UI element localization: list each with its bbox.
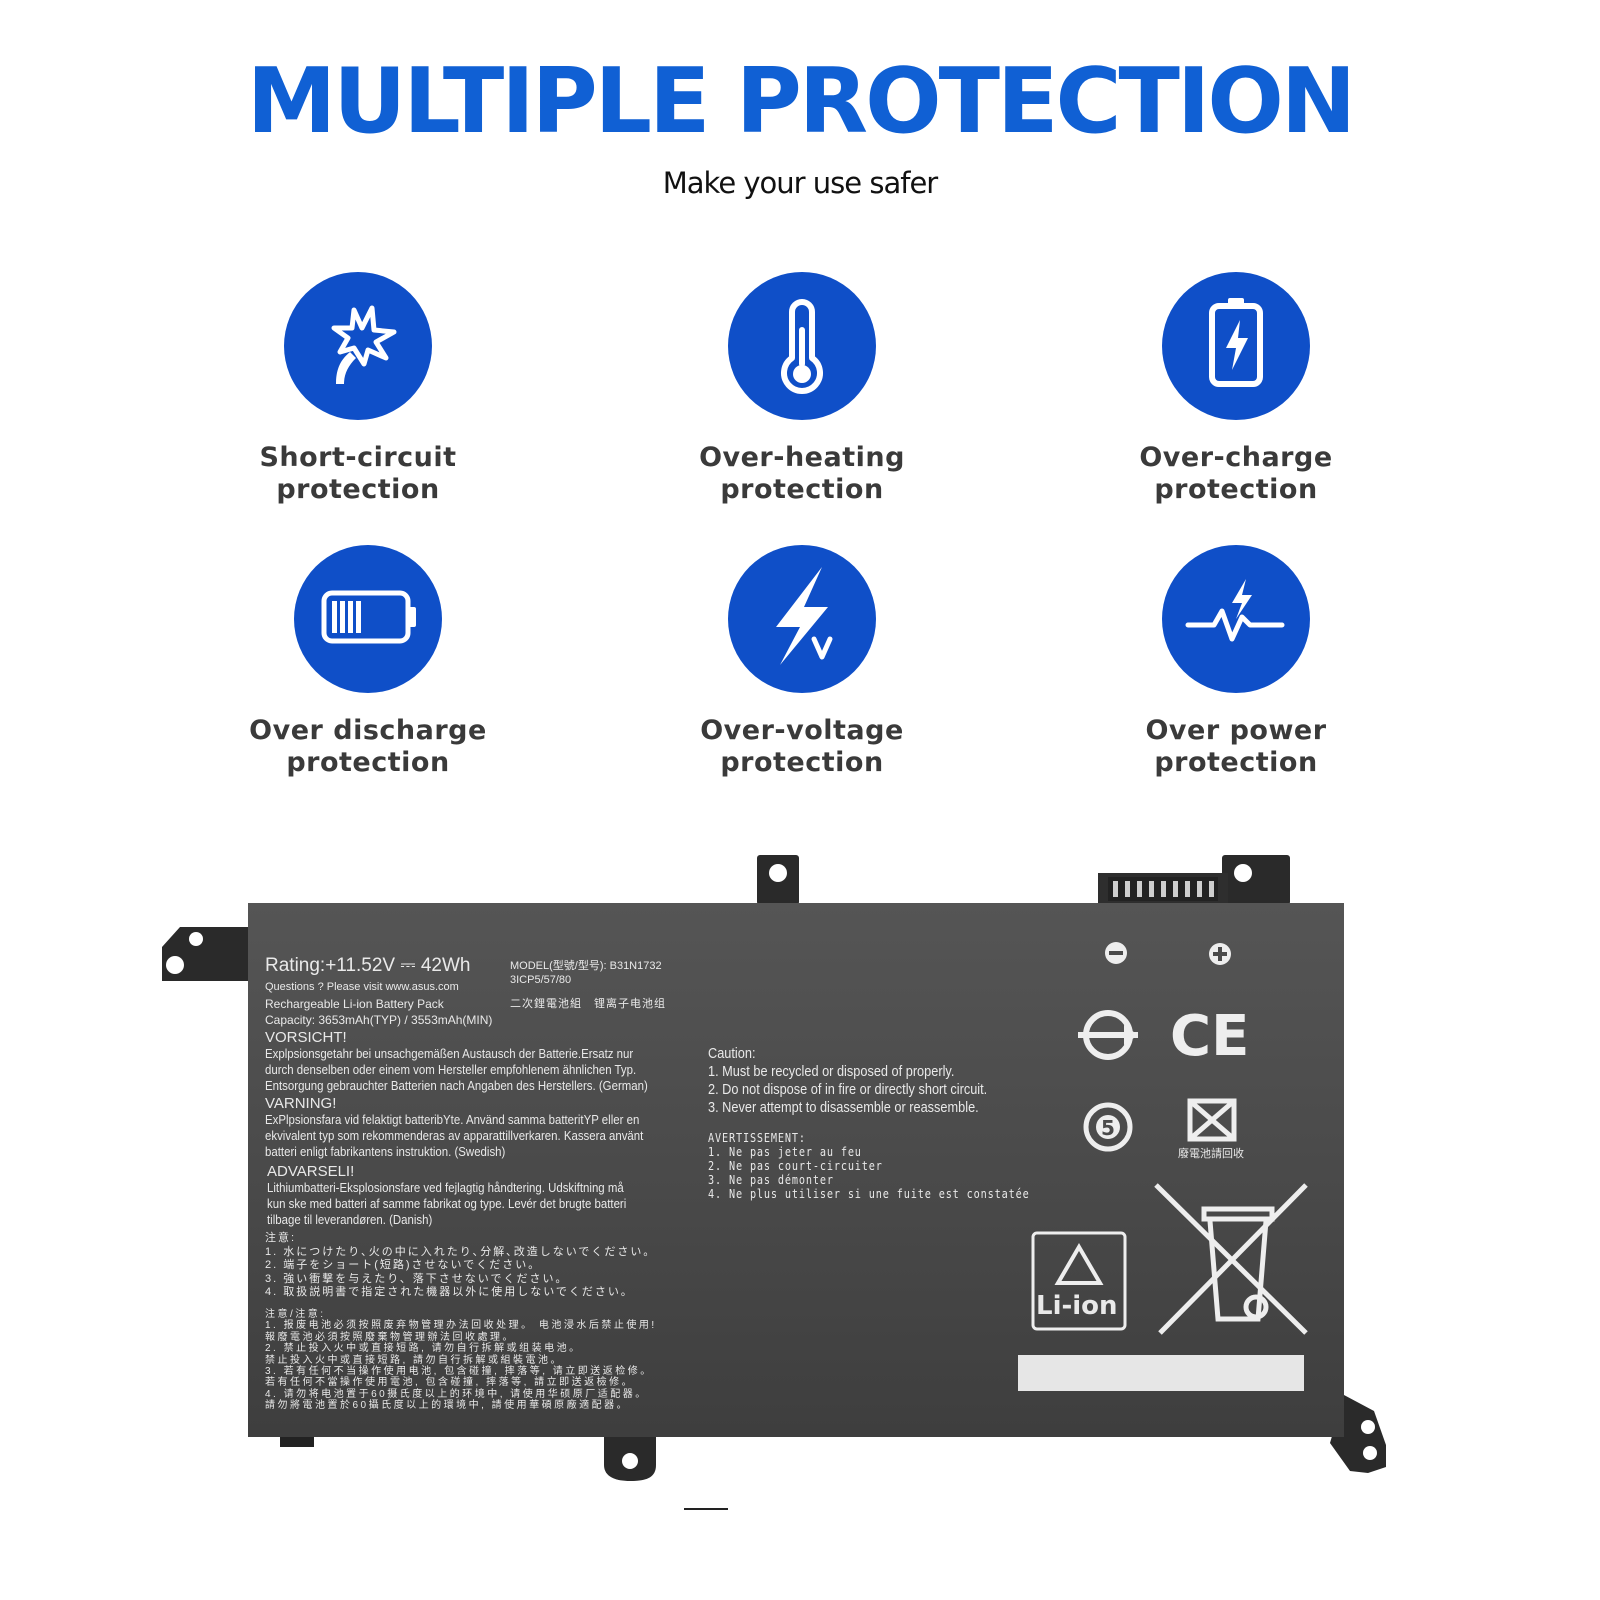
page-subtitle: Make your use safer (662, 166, 938, 200)
feature-icon-circle (728, 545, 876, 693)
advarseli-title: ADVARSELI! (267, 1163, 355, 1180)
feature-short-circuit: Short-circuit protection (208, 272, 508, 506)
feature-icon-circle (1162, 545, 1310, 693)
feature-label-line2: protection (720, 747, 884, 778)
rating-text: Rating:+11.52V ⎓ 42Wh (265, 955, 471, 976)
feature-label-line2: protection (276, 474, 440, 505)
recycle-cn-text: 廢電池請回收 (1178, 1148, 1244, 1160)
battery-body: CE 5 (162, 855, 1386, 1481)
advarseli-body: Lithiumbatteri-Eksplosionsfare ved fejla… (267, 1180, 627, 1227)
serial-label-strip (1018, 1355, 1304, 1391)
varning-body: ExPlpsionsfara vid felaktigt batteribYte… (265, 1112, 644, 1159)
feature-label-line1: Over-heating (699, 442, 905, 473)
feature-over-charge: Over-charge protection (1086, 272, 1386, 506)
divider-line (684, 1508, 728, 1510)
feature-label-line2: protection (286, 747, 450, 778)
page-title: MULTIPLE PROTECTION (246, 49, 1357, 154)
feature-icon-circle (1162, 272, 1310, 420)
varning-title: VARNING! (265, 1095, 337, 1112)
zh-notes: 注意/注意: 1. 报废电池必须按照废弃物管理办法回收处理。 电池浸水后禁止使用… (265, 1309, 657, 1412)
jp-notes: 注意: 1. 水につけたり､火の中に入れたり､分解､改造しないでください｡ 2.… (265, 1232, 651, 1298)
feature-icon-circle (294, 545, 442, 693)
pulse-icon (1185, 579, 1285, 642)
model-text: MODEL(型號/型号): B31N1732 3ICP5/57/80 (510, 960, 662, 986)
feature-over-heating: Over-heating protection (652, 272, 952, 506)
feature-label-line1: Short-circuit (259, 442, 457, 473)
battery-recycle-icon (1187, 1098, 1237, 1142)
vorsicht-body: Explpsionsgetahr bei unsachgemäßen Austa… (265, 1046, 648, 1093)
li-ion-label: Li-ion (1036, 1291, 1118, 1321)
battery-charge-icon (1209, 298, 1263, 387)
thermometer-icon (781, 299, 823, 394)
ce-mark-icon: CE (1170, 1004, 1249, 1069)
epa-recycle-icon (1083, 1102, 1133, 1152)
spark-icon (331, 305, 397, 384)
capacity-text: Capacity: 3653mAh(TYP) / 3553mAh(MIN) (265, 1013, 493, 1027)
feature-label-line2: protection (1154, 474, 1318, 505)
lightning-voltage-icon (776, 567, 833, 665)
pack-type-text: Rechargeable Li-ion Battery Pack (265, 997, 444, 1011)
feature-label-line1: Over-voltage (700, 715, 904, 746)
feature-icon-circle (284, 272, 432, 420)
vorsicht-title: VORSICHT! (265, 1029, 347, 1046)
connector-pins (1113, 881, 1214, 897)
recycle-icon (1054, 1243, 1104, 1285)
li-ion-recycle-box (1031, 1231, 1127, 1331)
feature-label-line2: protection (720, 474, 884, 505)
battery-level-icon (321, 590, 416, 644)
avertissement-text: AVERTISSEMENT: 1. Ne pas jeter au feu 2.… (708, 1131, 1030, 1201)
feature-over-power: Over power protection (1086, 545, 1386, 779)
feature-icon-circle (728, 272, 876, 420)
feature-over-discharge: Over discharge protection (218, 545, 518, 779)
epa-number: 5 (1101, 1116, 1115, 1140)
caution-text: Caution: 1. Must be recycled or disposed… (708, 1045, 988, 1116)
crossed-bin-icon (1154, 1183, 1308, 1335)
battery-pack: CE 5 Rating:+11.52V ⎓ 42Wh Questions (160, 855, 1430, 1505)
feature-label-line1: Over power (1145, 715, 1327, 746)
questions-text: Questions ? Please visit www.asus.com (265, 981, 459, 993)
feature-label-line1: Over-charge (1139, 442, 1333, 473)
feature-label-line1: Over discharge (249, 715, 487, 746)
cn-type-text: 二次鋰電池組 锂离子电池组 (510, 998, 666, 1010)
feature-over-voltage: Over-voltage protection (652, 545, 952, 779)
feature-label-line2: protection (1154, 747, 1318, 778)
